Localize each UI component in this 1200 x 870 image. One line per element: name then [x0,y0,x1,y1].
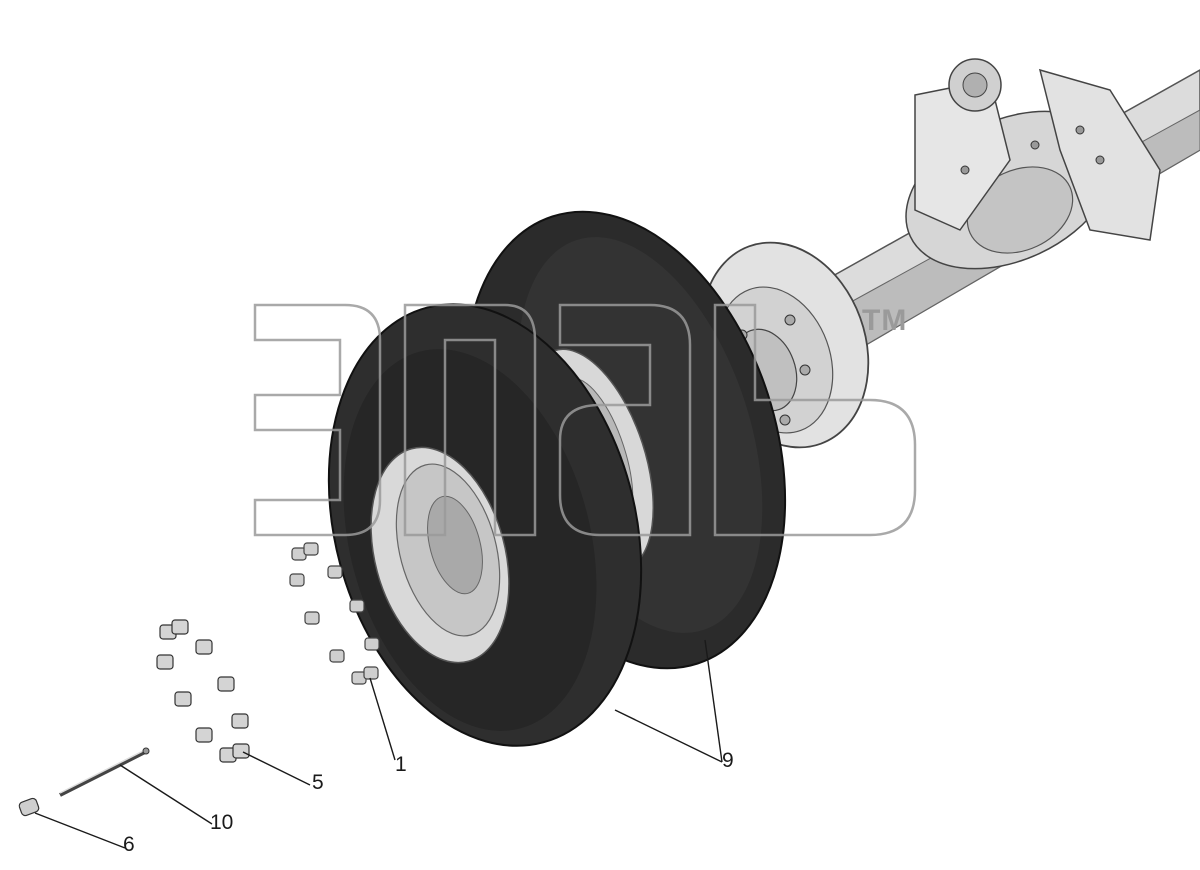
inner-nuts-group [156,619,250,763]
watermark-letter-1 [253,303,382,537]
valve-extension-rod [59,750,146,797]
wheel-nut [349,599,365,613]
callout-10: 10 [210,811,234,834]
wheel-nut [364,637,380,651]
pinion-flange-center [962,72,988,98]
watermark-tm: TM [862,304,907,337]
wheel-nut [327,565,343,579]
suspension-bracket-right [1038,68,1161,241]
valve-cap [18,797,40,817]
callout-1: 1 [395,753,407,776]
bolt [960,165,970,175]
inner-nut [195,639,213,655]
inner-nut [195,727,213,743]
leader-line-5 [242,751,311,786]
callout-9: 9 [722,749,734,772]
watermark-letter-4 [713,303,917,537]
watermark-letter-2 [403,303,537,537]
wheel-nuts-group [289,542,380,685]
leader-line-1 [369,677,396,761]
inner-nut [174,691,192,707]
valve-extension-rod-highlight [59,749,146,794]
callout-5: 5 [312,771,324,794]
wheel-nut [304,611,320,625]
watermark-letter-3 [558,303,692,537]
valve-extension-tip [142,747,150,755]
outer-rim-hub-opening [427,495,483,595]
wheel-nut [363,666,379,680]
inner-nut [171,619,189,635]
wheel-nut [303,542,319,556]
wheel-stud [779,414,791,426]
bolt [1030,140,1040,150]
leader-lines [34,639,723,849]
leader-line-6 [34,812,126,849]
leader-line-9b [704,639,723,763]
wheel-nut [329,649,345,663]
bolt [1075,125,1085,135]
valve-extension [59,747,150,797]
inner-nut [232,743,250,759]
rear-axle-assembly [700,58,1200,449]
bolt [1095,155,1105,165]
leader-line-9a [614,709,723,763]
callout-6: 6 [123,833,135,856]
watermark-logo [253,303,917,537]
inner-nut [156,654,174,670]
wheel-stud [784,314,796,326]
leader-line-10 [119,764,213,825]
differential-cover [966,166,1074,254]
outer-tire-assembly [327,303,643,747]
wheel-nut [289,573,305,587]
inner-nut [217,676,235,692]
wheel-stud [799,364,811,376]
inner-nut [231,713,249,729]
